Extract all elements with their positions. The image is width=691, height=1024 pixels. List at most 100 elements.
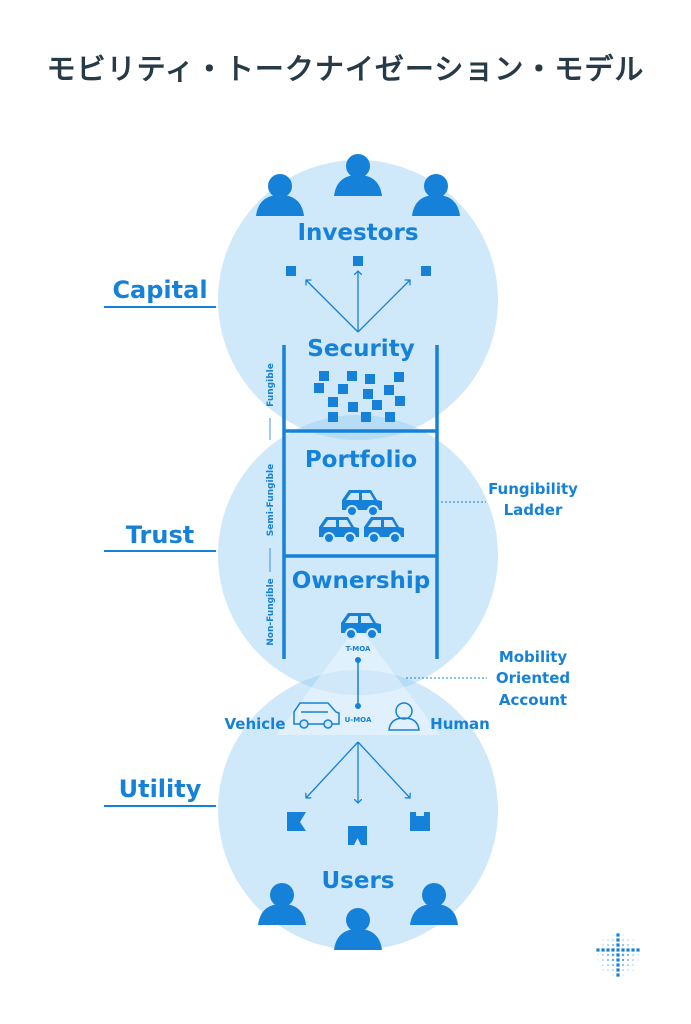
logo-dot <box>602 959 604 961</box>
logo-dot <box>632 954 634 956</box>
logo-dot <box>612 974 614 976</box>
logo-dot <box>616 968 620 972</box>
logo-dot <box>616 943 620 947</box>
fungibility-ladder <box>282 345 439 659</box>
logo-dot <box>616 973 620 977</box>
logo-dot <box>631 948 635 952</box>
logo-dot <box>621 953 625 957</box>
logo-dot <box>616 963 620 967</box>
logo-dot <box>627 954 629 956</box>
logo-dot <box>607 964 609 966</box>
logo-dot <box>607 959 609 961</box>
logo-dot <box>622 969 624 971</box>
layer-label-capital: Capital <box>112 276 207 304</box>
portfolio-label: Portfolio <box>305 447 417 473</box>
logo-dot <box>607 944 609 946</box>
non-fungible-label: Non-Fungible <box>266 578 276 646</box>
logo-dot <box>627 959 629 961</box>
fungible-label: Fungible <box>266 363 276 407</box>
logo-dot <box>632 939 634 941</box>
u-moa-label: U-MOA <box>345 716 372 724</box>
logo-dot <box>611 958 615 962</box>
ownership-label: Ownership <box>292 568 431 594</box>
vehicle-outline-icon <box>293 702 340 729</box>
service-arrows <box>306 741 410 803</box>
vehicle-label: Vehicle <box>225 715 286 733</box>
logo-dot <box>622 964 624 966</box>
semi-fungible-label: Semi-Fungible <box>266 464 276 536</box>
layer-label-utility: Utility <box>119 775 202 803</box>
moa-label-line2: Oriented <box>496 669 570 687</box>
logo-dot <box>597 959 599 961</box>
service-piece-icon <box>287 812 306 831</box>
logo-dot <box>596 948 600 952</box>
logo-dot <box>621 948 625 952</box>
moa-label-line3: Account <box>499 691 567 709</box>
logo-dot <box>612 939 614 941</box>
fungibility-ladder-label-line1: Fungibility <box>488 480 578 498</box>
logo-dot <box>602 939 604 941</box>
logo-dot <box>621 958 625 962</box>
distribution-arrows <box>306 271 410 333</box>
logo-dot <box>632 964 634 966</box>
logo-dot <box>612 934 614 936</box>
investors-label: Investors <box>297 220 418 246</box>
logo-dot <box>616 958 620 962</box>
logo-dot <box>627 944 629 946</box>
t-moa-node <box>355 657 361 663</box>
logo-dot <box>602 969 604 971</box>
dot-grid-logo-icon <box>596 933 640 977</box>
logo-dot <box>616 933 620 937</box>
layer-label-trust: Trust <box>126 521 194 549</box>
logo-dot <box>611 953 615 957</box>
logo-dot <box>611 948 615 952</box>
logo-dot <box>626 948 630 952</box>
logo-dot <box>597 954 599 956</box>
logo-dot <box>632 969 634 971</box>
human-outline-icon <box>388 702 420 731</box>
logo-dot <box>607 954 609 956</box>
logo-dot <box>602 944 604 946</box>
logo-dot <box>612 964 614 966</box>
service-piece-icon <box>348 826 367 845</box>
logo-dot <box>612 969 614 971</box>
utility-circle <box>218 670 498 950</box>
logo-dot <box>601 948 605 952</box>
service-piece-icon <box>410 812 430 831</box>
logo-dot <box>622 939 624 941</box>
u-moa-node <box>355 703 361 709</box>
logo-dot <box>607 969 609 971</box>
token-square-icon <box>353 256 363 266</box>
logo-dot <box>616 948 620 952</box>
logo-dot <box>606 948 610 952</box>
logo-dot <box>602 954 604 956</box>
t-moa-label: T-MOA <box>346 645 371 653</box>
security-label: Security <box>307 336 414 362</box>
logo-dot <box>602 964 604 966</box>
logo-dot <box>632 944 634 946</box>
fungibility-scale: Fungible Semi-Fungible Non-Fungible <box>266 363 276 646</box>
logo-dot <box>627 964 629 966</box>
logo-dot <box>637 954 639 956</box>
logo-dot <box>622 944 624 946</box>
human-label: Human <box>430 715 490 733</box>
logo-dot <box>627 939 629 941</box>
logo-dot <box>616 953 620 957</box>
users-label: Users <box>322 868 395 894</box>
moa-label-line1: Mobility <box>499 648 568 666</box>
security-token-grid <box>314 371 405 422</box>
token-square-icon <box>421 266 431 276</box>
logo-dot <box>612 944 614 946</box>
fungibility-ladder-label-line2: Ladder <box>504 501 563 519</box>
page-title: モビリティ・トークナイゼーション・モデル <box>46 52 645 86</box>
logo-dot <box>637 959 639 961</box>
logo-dot <box>632 959 634 961</box>
logo-dot <box>636 948 640 952</box>
logo-dot <box>616 938 620 942</box>
logo-dot <box>622 934 624 936</box>
token-square-icon <box>286 266 296 276</box>
logo-dot <box>607 939 609 941</box>
logo-dot <box>627 969 629 971</box>
logo-dot <box>622 974 624 976</box>
